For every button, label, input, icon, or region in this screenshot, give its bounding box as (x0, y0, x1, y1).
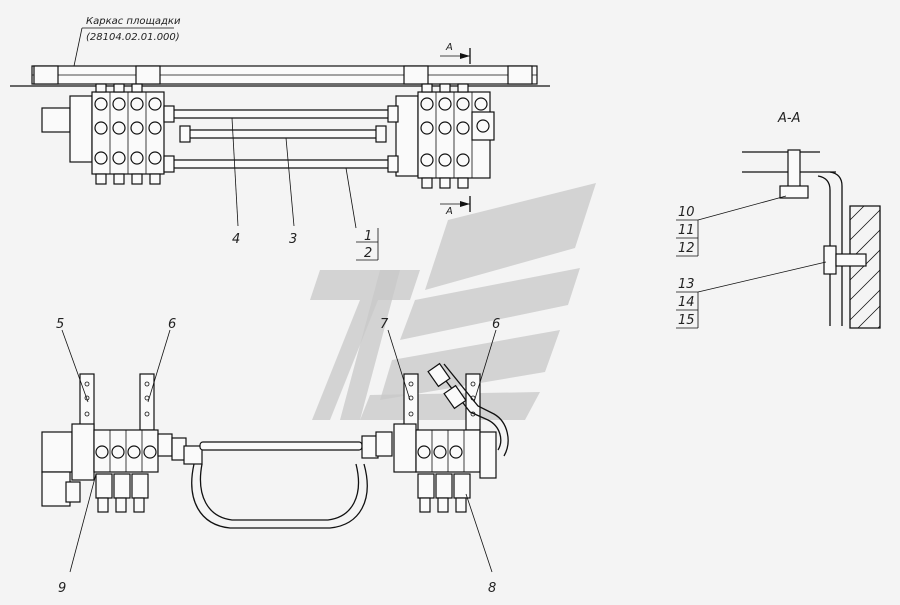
callout-2: 2 (364, 246, 372, 261)
callout-14: 14 (678, 295, 695, 310)
section-a-a: А-А 10 11 12 13 1 (676, 111, 881, 329)
watermark-logo (310, 183, 596, 420)
section-title: А-А (777, 111, 800, 126)
top-view: Каркас площадки (28104.02.01.000) А (10, 16, 550, 261)
callout-8: 8 (488, 581, 496, 596)
callout-13: 13 (678, 277, 695, 292)
callout-3: 3 (289, 232, 297, 247)
frame-label-title: Каркас площадки (86, 16, 181, 27)
callout-7: 7 (380, 317, 389, 332)
callout-5: 5 (56, 317, 64, 332)
callout-6-right: 6 (492, 317, 500, 332)
frame-label-code: (28104.02.01.000) (86, 32, 180, 43)
callout-10: 10 (678, 205, 695, 220)
section-arrow-label-top: А (445, 42, 453, 53)
callout-4: 4 (232, 232, 240, 247)
front-view: 5 6 7 6 9 8 (41, 317, 509, 596)
callout-12: 12 (678, 241, 695, 256)
callout-11: 11 (678, 223, 695, 238)
section-arrow-label-bottom: А (445, 206, 453, 217)
callout-6-left: 6 (168, 317, 176, 332)
callout-15: 15 (678, 313, 695, 328)
callout-9: 9 (58, 581, 66, 596)
callout-1: 1 (364, 229, 372, 244)
